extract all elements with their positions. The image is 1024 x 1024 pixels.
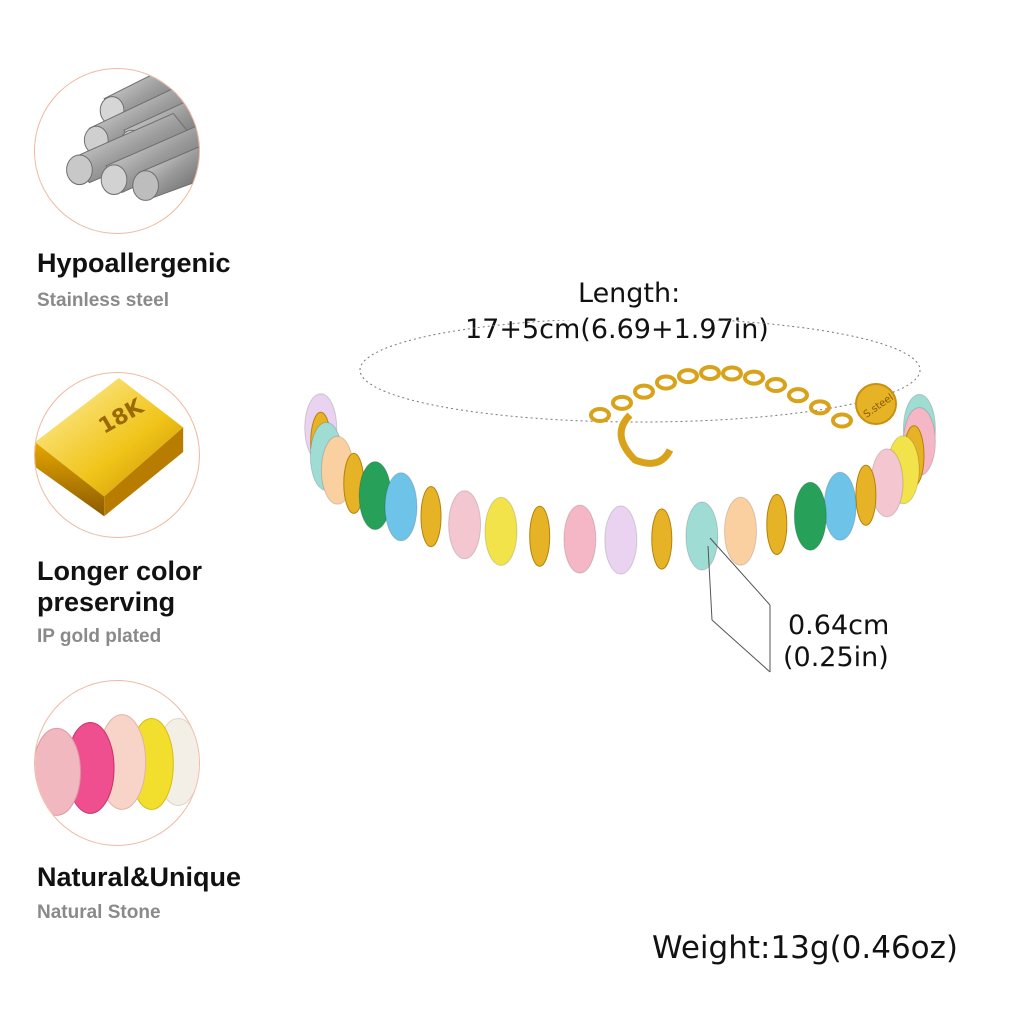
stone-bead: [793, 481, 827, 551]
gold-spacer-bead: [651, 508, 673, 570]
chain-link: [809, 399, 831, 416]
length-label: Length:: [578, 278, 681, 309]
bracelet-illustration: S.steel: [304, 320, 936, 673]
stone-bead: [563, 504, 597, 574]
chain-link: [633, 383, 655, 400]
stone-bead: [870, 448, 904, 518]
chain-link: [721, 365, 743, 382]
stone-bead: [484, 496, 518, 566]
feature-subtitle-stainless-steel: Stainless steel: [37, 290, 170, 311]
extension-chain: [589, 364, 853, 429]
length-value: 17+5cm(6.69+1.97in): [465, 314, 769, 345]
steel-tag: [855, 383, 897, 425]
stone-bead: [685, 501, 719, 571]
gold-spacer-bead: [420, 486, 442, 548]
chain-link: [589, 407, 611, 423]
feature-title-longer-color-line1: Longer color: [37, 556, 203, 586]
stone-bead: [448, 490, 482, 560]
steel-rods-icon: [34, 68, 200, 234]
chain-link: [787, 387, 809, 404]
chain-link: [765, 376, 787, 393]
stone-bead: [604, 505, 638, 575]
feature-subtitle-ip-gold: IP gold plated: [37, 626, 162, 647]
chain-link: [831, 412, 853, 429]
bead-measure-line-bottom: [711, 619, 771, 673]
stone-bead: [384, 472, 418, 542]
gold-spacer-bead: [855, 464, 877, 526]
feature-title-longer-color-line2: preserving: [37, 587, 176, 617]
stone-bead: [823, 471, 857, 541]
stone-beads-icon: [34, 680, 200, 846]
gold-spacer-bead: [766, 494, 788, 555]
bead-size-cm: 0.64cm: [788, 610, 890, 641]
chain-link: [743, 369, 765, 386]
bead-strand: [304, 393, 936, 575]
bead-measure-line-left: [707, 545, 713, 621]
chain-link: [655, 374, 677, 391]
weight-label: Weight:13g(0.46oz): [652, 930, 959, 966]
lobster-clasp: [617, 412, 674, 467]
length-guide-ellipse: [359, 320, 921, 423]
feature-title-natural-unique: Natural&Unique: [37, 862, 242, 892]
chain-link: [699, 364, 721, 381]
feature-title-hypoallergenic: Hypoallergenic: [37, 248, 231, 278]
feature-subtitle-natural-stone: Natural Stone: [37, 902, 161, 923]
stone-bead: [724, 496, 757, 566]
chain-link: [677, 368, 699, 385]
gold-spacer-bead: [529, 505, 551, 567]
gold-bar-icon: 18K: [34, 372, 200, 538]
chain-link: [611, 394, 633, 411]
bead-measure-line-top: [709, 537, 771, 606]
bead-size-in: (0.25in): [783, 642, 889, 673]
